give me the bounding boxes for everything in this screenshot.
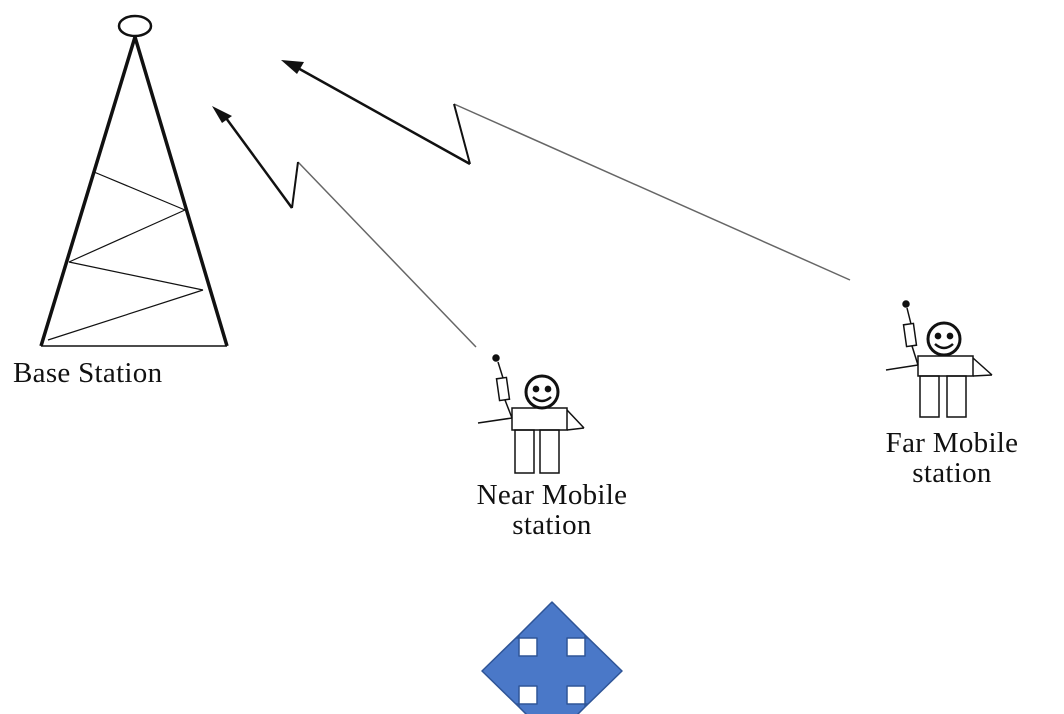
base-station-label: Base Station (13, 357, 163, 389)
near-mobile-label-line1: Near Mobile (476, 479, 628, 511)
base-station-tower-icon (39, 14, 229, 347)
far-mobile-label-line1: Far Mobile (885, 427, 1019, 459)
near-mobile-person-icon (477, 354, 585, 474)
four-way-move-arrow-icon[interactable] (481, 601, 623, 714)
near-mobile-uplink-arrow (212, 106, 477, 348)
far-mobile-label-line2: station (912, 457, 992, 489)
near-mobile-label-line2: station (512, 509, 592, 541)
far-mobile-person-icon (885, 300, 993, 418)
far-mobile-uplink-arrow (281, 60, 851, 281)
